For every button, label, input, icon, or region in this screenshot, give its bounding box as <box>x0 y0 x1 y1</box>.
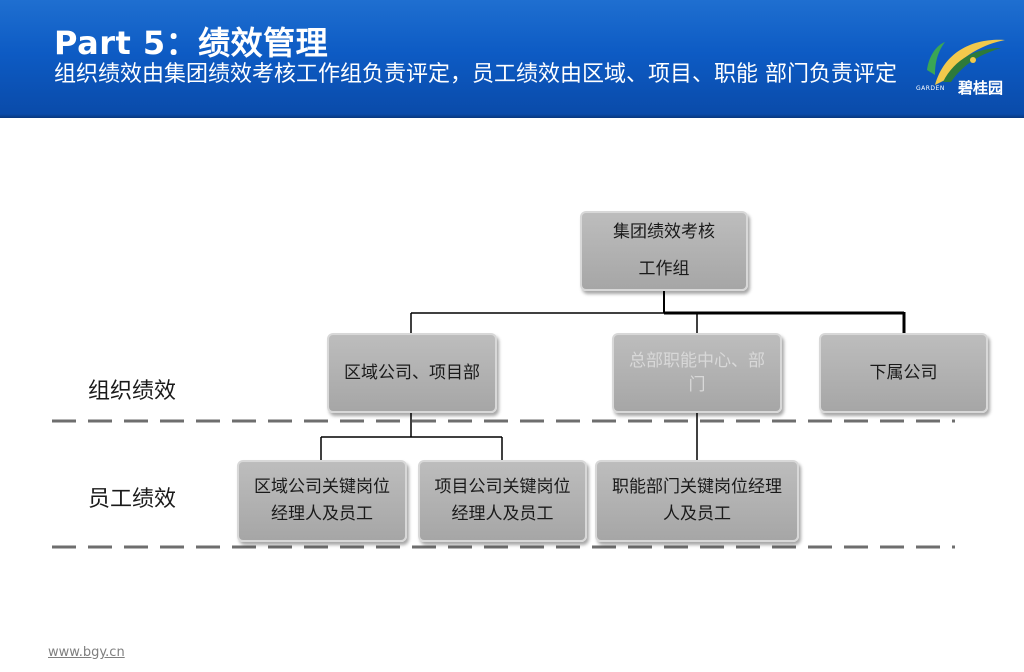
row-label-org-performance: 组织绩效 <box>88 379 177 404</box>
logo-text: 碧桂园 <box>958 79 1004 97</box>
row-label-staff-performance: 员工绩效 <box>88 487 177 512</box>
node-regional-staff: 区域公司关键岗位 经理人及员工 <box>237 460 407 542</box>
page-subtitle: 组织绩效由集团绩效考核工作组负责评定，员工绩效由区域、项目、职能 部门负责评定 <box>54 62 897 87</box>
header-banner: Part 5：绩效管理 组织绩效由集团绩效考核工作组负责评定，员工绩效由区域、项… <box>0 0 1024 118</box>
node-functional-staff: 职能部门关键岗位经理 人及员工 <box>595 460 799 542</box>
logo-subtext: GARDEN <box>916 85 945 92</box>
node-hq-functional-center: 总部职能中心、部 门 <box>612 333 782 413</box>
node-project-staff: 项目公司关键岗位 经理人及员工 <box>418 460 587 542</box>
page-title: Part 5：绩效管理 <box>54 24 329 62</box>
country-garden-logo-icon <box>927 39 1005 85</box>
footer-url[interactable]: www.bgy.cn <box>48 645 125 660</box>
node-regional-company: 区域公司、项目部 <box>327 333 497 413</box>
node-subsidiary: 下属公司 <box>819 333 988 413</box>
node-group-review-team: 集团绩效考核 工作组 <box>580 211 748 291</box>
